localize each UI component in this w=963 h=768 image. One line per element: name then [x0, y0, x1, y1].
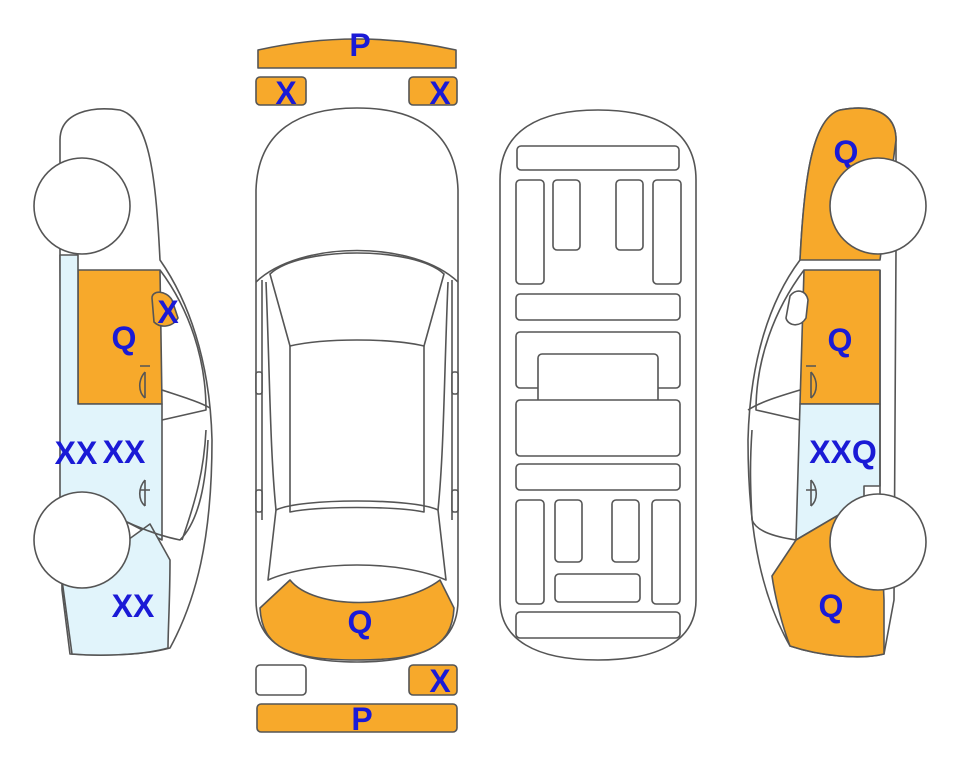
left-rear-quarter-label: XX — [112, 588, 155, 624]
right-mirror[interactable] — [785, 290, 809, 326]
left-front-wheel — [33, 157, 131, 255]
right-front-door-label: Q — [828, 322, 853, 358]
left-front-door-label: Q — [112, 320, 137, 356]
car-underbody-view — [499, 109, 697, 661]
right-rear-door-label: XXQ — [809, 434, 877, 470]
car-top-view: Q — [255, 107, 459, 663]
left-rear-wheel — [33, 491, 131, 589]
front-bumper-label: P — [349, 27, 370, 63]
rear-right-corner-label: X — [429, 663, 451, 699]
left-rear-door-label: XX — [55, 435, 98, 471]
top-view-rear-hood-label: Q — [348, 604, 373, 640]
rear-left-corner[interactable] — [255, 664, 307, 696]
front-bumper[interactable] — [257, 38, 457, 69]
right-rear-quarter-label: Q — [819, 588, 844, 624]
front-bumper-group: P X X — [255, 27, 458, 111]
front-left-corner-label: X — [275, 75, 297, 111]
front-right-corner[interactable] — [408, 76, 458, 106]
top-view-body — [255, 107, 459, 663]
right-rear-wheel — [829, 493, 927, 591]
rear-bumper-label: P — [351, 701, 372, 737]
left-rear-door-label-b: XX — [103, 434, 146, 470]
rear-bumper-group: X P — [255, 663, 458, 737]
front-left-corner[interactable] — [255, 76, 307, 106]
front-right-corner-label: X — [429, 75, 451, 111]
top-view-rear-hood[interactable] — [259, 579, 455, 661]
left-mirror-label: X — [157, 294, 179, 330]
left-mirror[interactable] — [151, 291, 179, 327]
car-left-side-view: Q X XX XX XX — [33, 108, 213, 656]
car-right-side-view: Q Q XXQ Q — [747, 107, 927, 658]
rear-right-corner[interactable] — [408, 664, 458, 696]
right-front-wheel — [829, 157, 927, 255]
left-rear-quarter[interactable] — [61, 523, 171, 656]
rear-bumper[interactable] — [256, 703, 458, 733]
